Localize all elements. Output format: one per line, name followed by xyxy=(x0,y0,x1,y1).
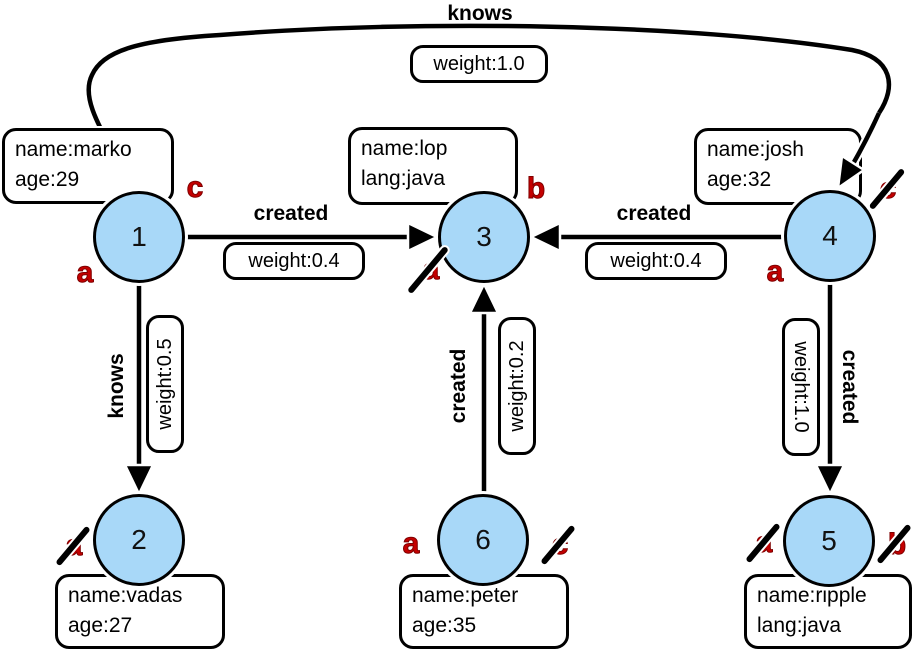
property-line: age:27 xyxy=(68,614,133,638)
property-line: name:ripple xyxy=(757,584,867,607)
marker-c-vertex-1: c xyxy=(186,171,204,205)
vertex-6-node: 6 xyxy=(437,494,529,586)
property-line: name:marko xyxy=(15,138,132,161)
edge-created-4-5-arrowhead xyxy=(814,463,846,497)
property-box-ripple: name:ripple lang:java xyxy=(744,574,912,649)
vertex-4-id: 4 xyxy=(822,220,838,251)
edge-label-created-1-3: created xyxy=(253,202,329,225)
marker-b-vertex-3: b xyxy=(526,172,546,206)
property-line: age:32 xyxy=(707,168,772,192)
weight-box-knows-top: weight:1.0 xyxy=(410,45,548,83)
property-box-vadas: name:vadas age:27 xyxy=(55,574,225,649)
vertex-3-id: 3 xyxy=(476,221,492,252)
edge-label-created-4-3: created xyxy=(616,202,692,225)
property-line: name:lop xyxy=(361,137,448,160)
property-line: lang:java xyxy=(361,167,446,191)
property-box-peter: name:peter age:35 xyxy=(399,574,569,649)
property-line: lang:java xyxy=(757,614,842,638)
weight-box-created-4-3: weight:0.4 xyxy=(585,242,727,280)
property-line: name:peter xyxy=(412,584,519,607)
edge-created-4-3-arrowhead xyxy=(528,221,562,253)
property-line: name:josh xyxy=(707,138,804,161)
property-line: age:29 xyxy=(15,168,80,192)
vertex-2-node: 2 xyxy=(93,494,185,586)
edge-knows-1-4-arrowhead xyxy=(836,153,867,191)
vertex-1-node: 1 xyxy=(93,191,185,283)
vertex-3-node: 3 xyxy=(438,191,530,283)
vertex-6-id: 6 xyxy=(475,524,491,555)
vertex-4-node: 4 xyxy=(784,190,876,282)
marker-a-vertex-4: a xyxy=(766,255,784,289)
edge-knows-1-2-arrowhead xyxy=(123,463,155,497)
edge-created-1-3-arrowhead xyxy=(406,221,440,253)
marker-a-vertex-1: a xyxy=(76,256,94,290)
property-line: name:vadas xyxy=(68,584,183,607)
vertex-5-node: 5 xyxy=(783,495,875,587)
vertex-2-id: 2 xyxy=(131,524,147,555)
edge-created-6-3-arrowhead xyxy=(468,281,500,315)
property-line: age:35 xyxy=(412,614,477,638)
weight-box-created-1-3: weight:0.4 xyxy=(223,242,365,280)
marker-a-vertex-6: a xyxy=(402,527,420,561)
edge-label-knows-top: knows xyxy=(447,2,513,25)
vertex-5-id: 5 xyxy=(821,525,837,556)
vertex-1-id: 1 xyxy=(131,221,147,252)
